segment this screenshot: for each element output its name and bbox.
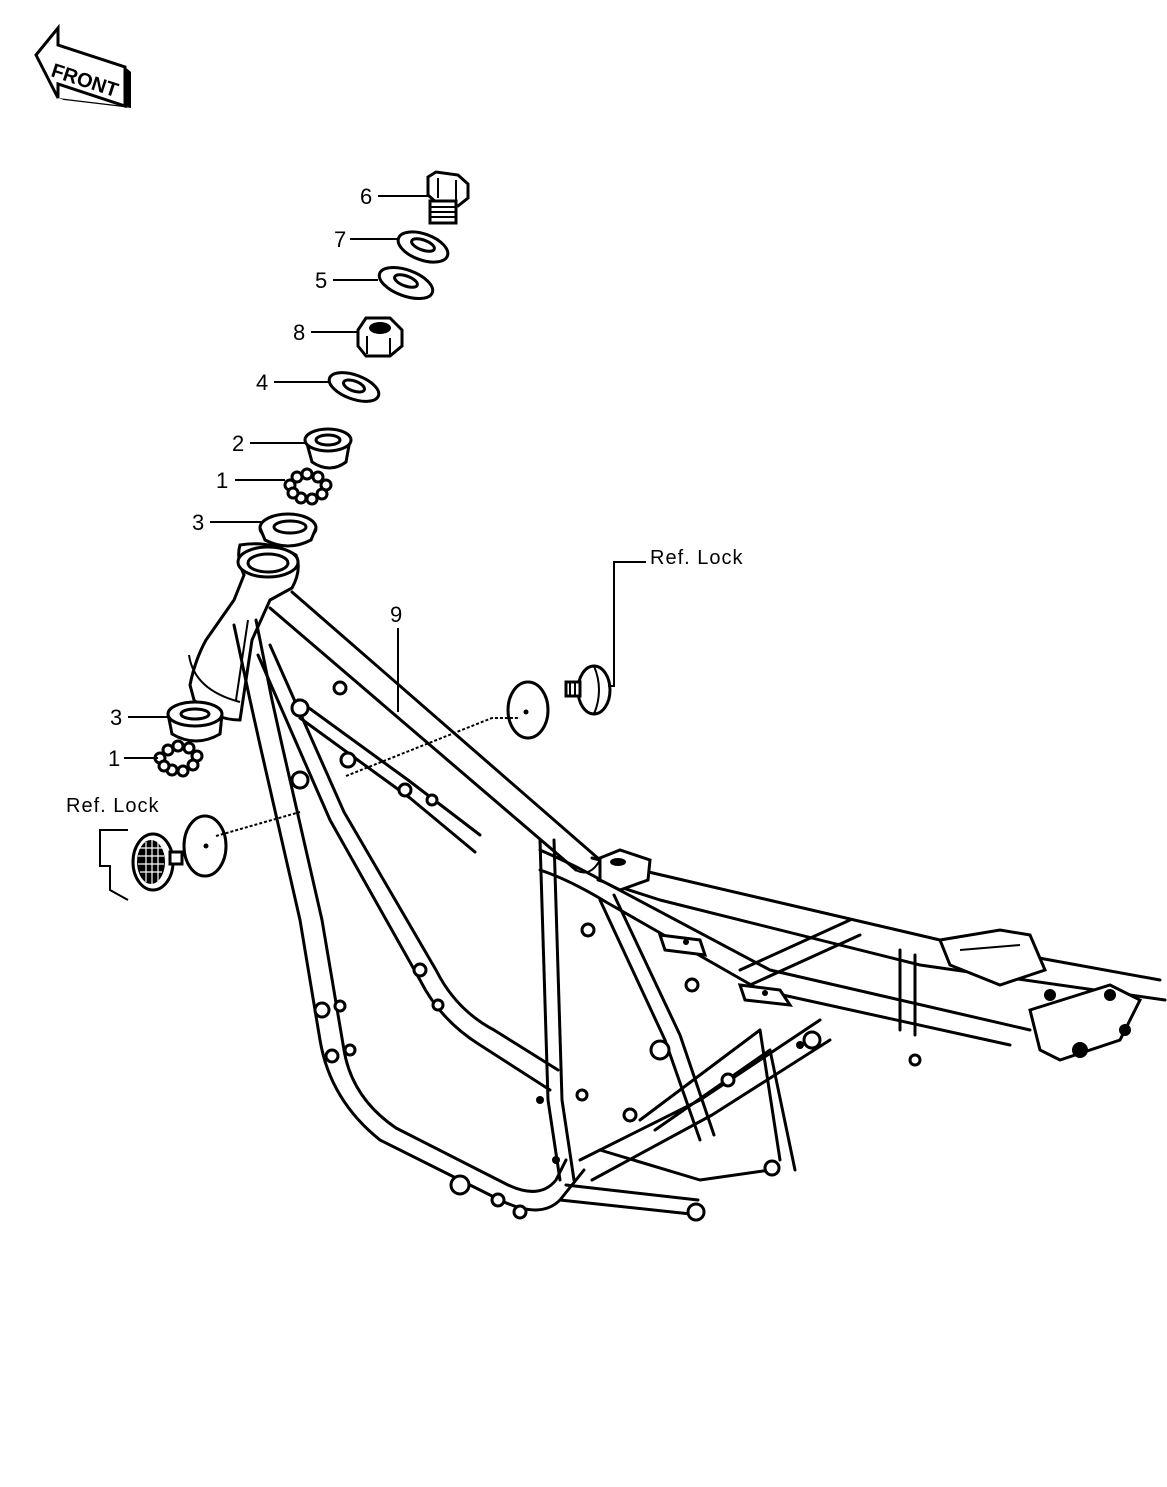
callout-2: 2 (232, 431, 244, 456)
callout-1-lower: 1 (108, 746, 120, 771)
steel-balls-upper-part (283, 467, 333, 506)
washer-part-7 (396, 230, 450, 264)
grille-icon (137, 840, 165, 884)
callout-6: 6 (360, 184, 372, 209)
stem-nut-part (356, 316, 404, 358)
callout-5: 5 (315, 268, 327, 293)
lock-cover-upper-part (506, 664, 612, 740)
callout-3-upper: 3 (192, 510, 204, 535)
callout-7: 7 (334, 227, 346, 252)
ref-lock-lower: Ref. Lock (66, 795, 159, 817)
callout-3-lower: 3 (110, 705, 122, 730)
callout-1-upper: 1 (216, 468, 228, 493)
frame-part (188, 542, 1167, 1222)
stem-bolt-part (426, 170, 470, 225)
steel-balls-lower-part (153, 739, 204, 778)
front-arrow-icon: FRONT (34, 23, 131, 109)
callout-9: 9 (390, 602, 402, 627)
inner-race-part (303, 427, 353, 470)
callout-4: 4 (256, 370, 268, 395)
callout-8: 8 (293, 320, 305, 345)
ref-lock-upper: Ref. Lock (650, 547, 743, 569)
washer-part-4 (327, 371, 381, 403)
outer-race-lower-part (166, 700, 224, 743)
lock-cover-lower-part (131, 814, 228, 892)
outer-race-upper-part (258, 512, 318, 548)
washer-part-5 (377, 265, 435, 301)
